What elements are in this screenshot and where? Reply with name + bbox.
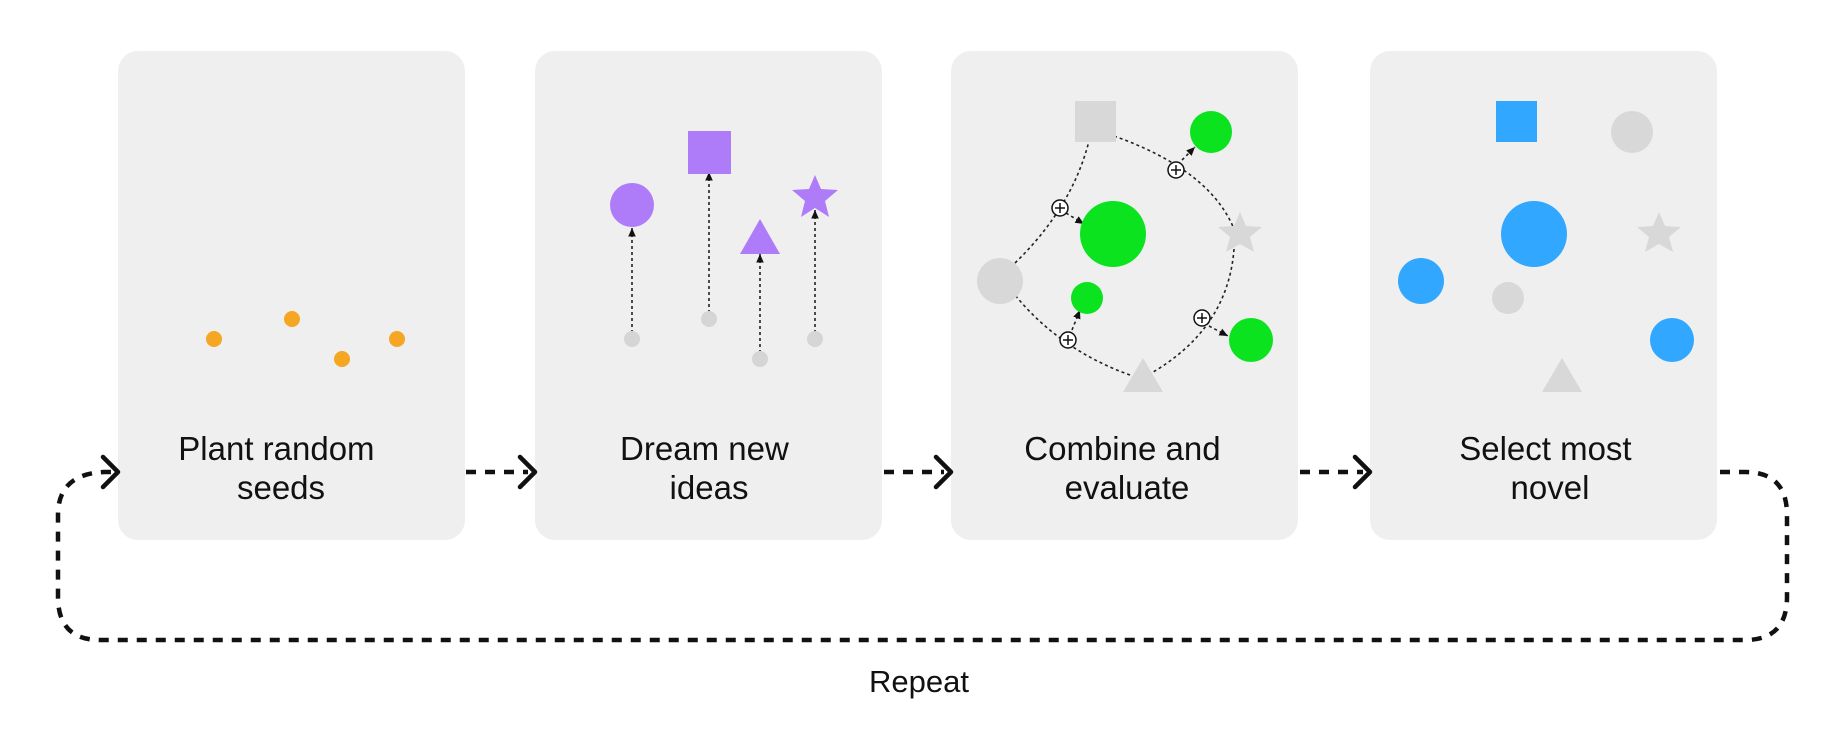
step-label-line1: Select most	[1459, 430, 1631, 467]
step-label-line2: seeds	[237, 469, 325, 506]
chevron-right-icon	[933, 454, 954, 490]
plus-circle-icon	[1167, 161, 1185, 179]
selected-circle-icon	[1501, 201, 1567, 267]
circle-icon	[977, 258, 1023, 304]
selected-circle-icon	[1398, 258, 1444, 304]
flow-arrow-2-3	[884, 454, 954, 490]
plus-circle-icon	[1193, 309, 1211, 327]
step-label-line1: Plant random	[178, 430, 374, 467]
step-card-plant: Plant random seeds	[118, 51, 465, 540]
faded-seed-dot	[752, 351, 768, 367]
combined-circle-icon	[1229, 318, 1273, 362]
plus-circle-icon	[1051, 199, 1069, 217]
square-icon	[1075, 101, 1116, 142]
step-card-dream: Dream new ideas	[535, 51, 882, 540]
faded-seed-dot	[624, 331, 640, 347]
repeat-label: Repeat	[869, 664, 969, 699]
step-label: Dream new ideas	[620, 430, 798, 506]
selected-circle-icon	[1650, 318, 1694, 362]
triangle-icon	[1123, 358, 1163, 392]
triangle-icon	[740, 219, 780, 254]
step-label: Combine and evaluate	[1024, 430, 1229, 506]
plus-circle-icon	[1059, 331, 1077, 349]
card-background	[118, 51, 465, 540]
chevron-right-icon	[1352, 454, 1373, 490]
star-icon	[792, 175, 838, 217]
step-label-line2: evaluate	[1065, 469, 1190, 506]
star-icon	[1637, 212, 1681, 252]
dream-links	[628, 172, 819, 359]
repeat-loop-arrow	[55, 454, 1790, 643]
card-background	[951, 51, 1298, 540]
flow-arrow-1-2	[466, 454, 538, 490]
circle-icon	[1611, 111, 1653, 153]
square-icon	[688, 131, 731, 174]
step-label-line1: Combine and	[1024, 430, 1220, 467]
card-background	[535, 51, 882, 540]
star-icon	[1218, 212, 1262, 252]
seed-dot	[284, 311, 300, 327]
circle-icon	[610, 183, 654, 227]
flow-arrow-3-4	[1300, 454, 1373, 490]
seed-dots	[206, 311, 405, 367]
step-label: Plant random seeds	[178, 430, 383, 506]
faded-seed-dot	[701, 311, 717, 327]
combined-circle-icon	[1190, 111, 1232, 153]
step-card-select: Select most novel	[1370, 51, 1717, 540]
step-label: Select most novel	[1459, 430, 1641, 506]
card-background	[1370, 51, 1717, 540]
seed-dot	[206, 331, 222, 347]
chevron-right-icon	[100, 454, 121, 490]
combine-path	[1147, 248, 1235, 376]
combine-path	[1014, 294, 1131, 376]
seed-dot	[389, 331, 405, 347]
circle-icon	[1492, 282, 1524, 314]
combined-circle-icon	[1080, 201, 1146, 267]
seed-dot	[334, 351, 350, 367]
step-card-combine: Combine and evaluate	[951, 51, 1298, 540]
triangle-icon	[1542, 358, 1582, 392]
step-label-line1: Dream new	[620, 430, 789, 467]
faded-seeds	[624, 311, 823, 367]
faded-seed-dot	[807, 331, 823, 347]
step-label-line2: ideas	[670, 469, 749, 506]
square-icon	[1496, 101, 1537, 142]
step-label-line2: novel	[1511, 469, 1590, 506]
combined-circle-icon	[1071, 282, 1103, 314]
chevron-right-icon	[517, 454, 538, 490]
